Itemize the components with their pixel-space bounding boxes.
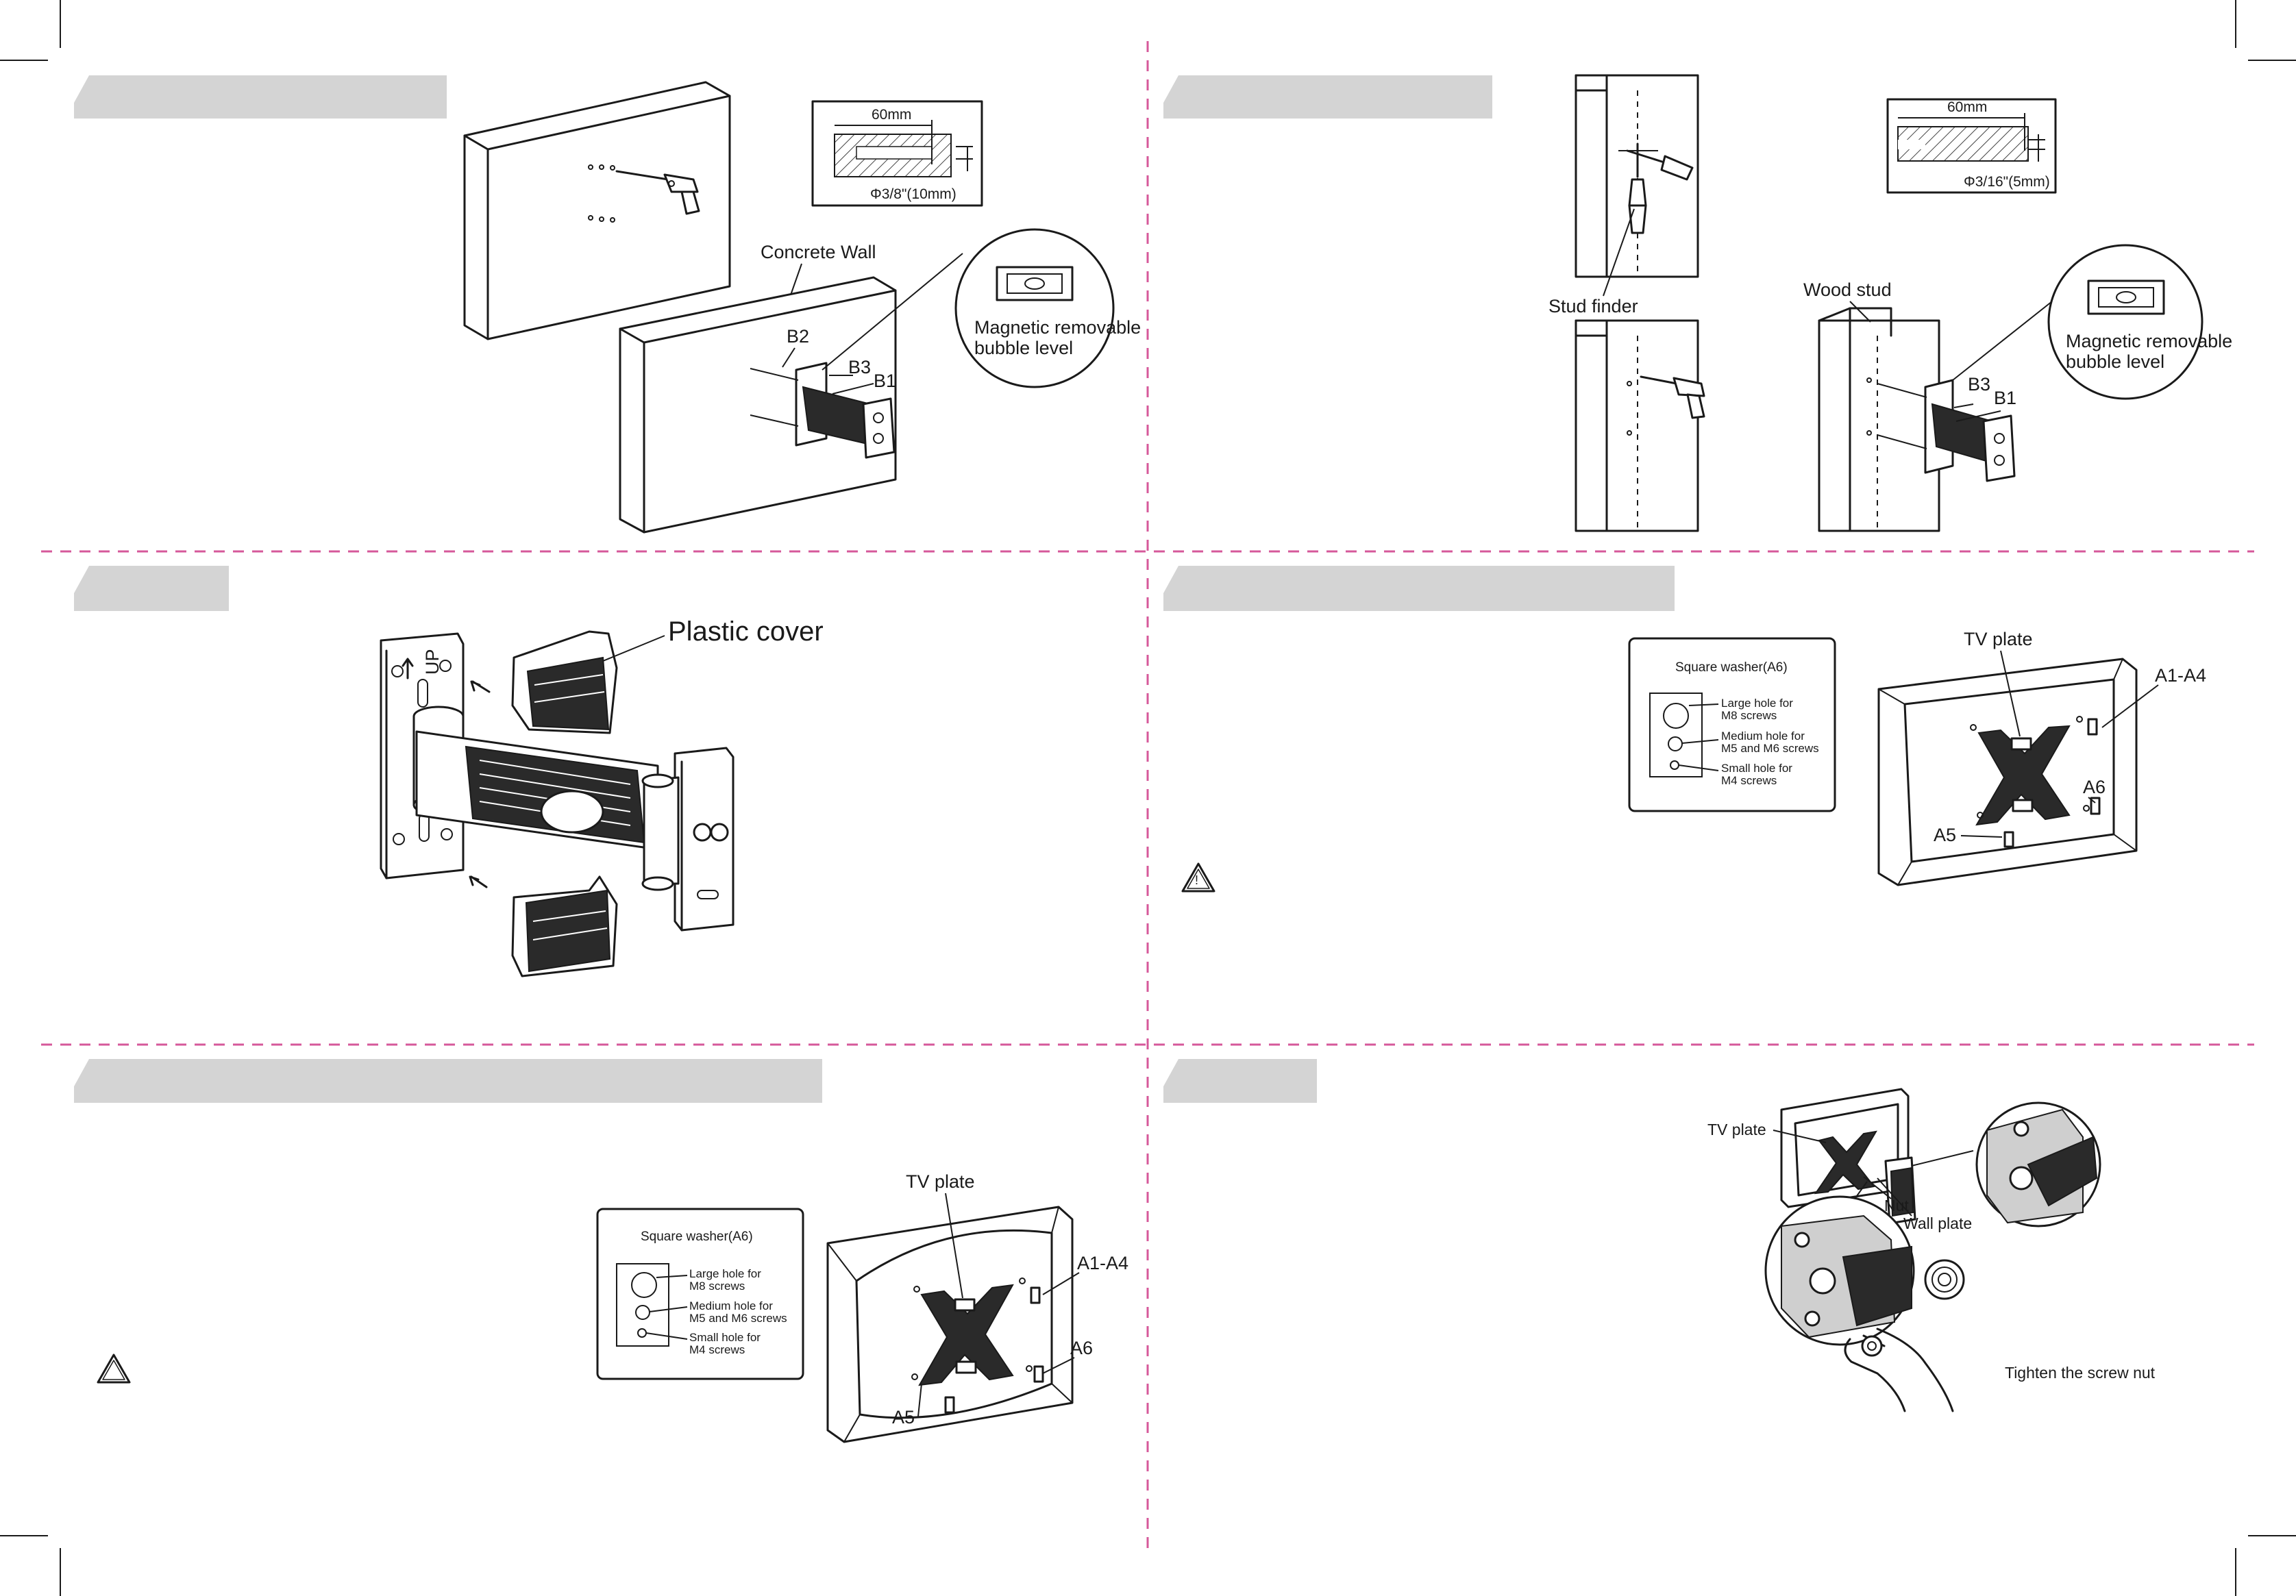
label-b2: B2 [787, 326, 809, 347]
header-bar-wood [1163, 75, 1492, 119]
washer-small-line2: M4 screws [1721, 774, 1777, 787]
tv-back-flat [1877, 658, 2138, 886]
label-b3: B3 [848, 357, 871, 377]
fold-dividers [41, 41, 2254, 1555]
wood-label-b1: B1 [1994, 388, 2016, 408]
washer-small-line2-2: M4 screws [689, 1343, 745, 1356]
tv-plate-label: TV plate [1964, 629, 2033, 649]
plastic-cover-bottom [511, 875, 618, 977]
panel-concrete-wall: 60mm Φ3/8"(10mm) Concrete Wall [463, 81, 1141, 534]
panel-hang-tv: TV plate Nut Wall plate [1707, 1088, 2156, 1412]
wood-dim-diameter: Φ3/16"(5mm) [1964, 174, 2050, 190]
tv-plate-label-2: TV plate [906, 1171, 975, 1192]
concrete-hole-dimension: 60mm Φ3/8"(10mm) [811, 100, 983, 207]
washer-medium-line2-2: M5 and M6 screws [689, 1312, 787, 1325]
washer-small-line1: Small hole for [1721, 762, 1792, 775]
tighten-nut-label: Tighten the screw nut [2005, 1364, 2156, 1382]
bubble-level-icon [822, 228, 1115, 388]
washer-info-box: Square washer(A6) Large hole for M8 scre… [1628, 637, 1836, 812]
concrete-dim-width: 60mm [872, 107, 911, 123]
header-bar-concrete [74, 75, 447, 119]
hang-detail-zoom-left [1764, 1181, 1915, 1346]
wood-label-b3: B3 [1968, 374, 1990, 395]
tv-back-curved [826, 1206, 1074, 1443]
warning-icon [97, 1354, 131, 1384]
arrow-icon [469, 680, 491, 888]
washer-medium-line2: M5 and M6 screws [1721, 742, 1819, 755]
hang-tv-plate-label: TV plate [1707, 1121, 1766, 1138]
a6-label: A6 [2083, 777, 2106, 797]
washer-medium-line1-2: Medium hole for [689, 1299, 773, 1312]
label-b1: B1 [874, 371, 896, 391]
stud-finder-label: Stud finder [1548, 296, 1638, 316]
header-bar-cover [74, 566, 229, 611]
washer-title-2: Square washer(A6) [641, 1230, 753, 1244]
stud-finder-wall [1575, 74, 1699, 278]
hand-icon [1844, 1327, 1954, 1412]
washer-title: Square washer(A6) [1675, 660, 1788, 675]
a6-label-2: A6 [1070, 1338, 1093, 1358]
hang-wall-plate [1884, 1156, 1916, 1225]
bubble-level-label-line2: bubble level [974, 338, 1073, 358]
hang-detail-zoom-right [1911, 1101, 2101, 1227]
washer-large-line2-2: M8 screws [689, 1280, 745, 1293]
cover-tv-bracket [641, 747, 735, 932]
drill-wall [1575, 319, 1705, 532]
screwdriver-icon [1626, 149, 1694, 181]
a1-a4-label-2: A1-A4 [1077, 1253, 1128, 1273]
wood-dim-width: 60mm [1947, 99, 1987, 115]
wood-stud-label: Wood stud [1803, 279, 1892, 300]
plastic-cover-top [511, 630, 618, 734]
header-bar-tv-flat [1163, 566, 1675, 611]
plastic-cover-label: Plastic cover [668, 616, 824, 647]
bubble-level-label-line1: Magnetic removable [974, 317, 1141, 338]
section-header-bars [74, 75, 1675, 1103]
washer-large-line1-2: Large hole for [689, 1267, 761, 1280]
washer-large-line2: M8 screws [1721, 709, 1777, 722]
a5-label-2: A5 [892, 1407, 915, 1427]
concrete-wall-label: Concrete Wall [761, 242, 876, 262]
wood-hole-dimension: 60mm Φ3/16"(5mm) [1886, 98, 2057, 194]
washer-info-box: Square washer(A6) Large hole for M8 scre… [596, 1208, 804, 1380]
washer-small-line1-2: Small hole for [689, 1331, 761, 1344]
panel-wood-stud: Stud finder 60mm [1548, 74, 2232, 532]
washer-medium-line1: Medium hole for [1721, 730, 1805, 743]
concrete-dim-diameter: Φ3/8"(10mm) [870, 186, 956, 202]
drill-icon [615, 170, 700, 215]
concrete-block-back [463, 81, 731, 340]
wood-bubble-level-line2: bubble level [2066, 351, 2164, 372]
wood-wall-mount [1877, 379, 2016, 482]
bubble-level-icon [1952, 244, 2204, 400]
drill-icon [1640, 375, 1705, 419]
panel-tv-flat: ! Square washer(A6) Large hole for M8 sc… [1181, 629, 2206, 893]
header-bar-tv-curved [74, 1059, 822, 1103]
a5-label: A5 [1934, 825, 1956, 845]
washer-large-line1: Large hole for [1721, 697, 1793, 710]
up-marker: UP [422, 649, 443, 675]
cover-arm [415, 730, 659, 851]
a1-a4-label: A1-A4 [2155, 665, 2206, 686]
wood-stud-wall [1818, 307, 1940, 532]
panel-tv-curved: Square washer(A6) Large hole for M8 scre… [97, 1171, 1128, 1443]
header-bar-hang [1163, 1059, 1317, 1103]
wall-plate-label: Wall plate [1903, 1214, 1972, 1232]
panel-plastic-cover: UP [380, 616, 824, 977]
wood-bubble-level-line1: Magnetic removable [2066, 331, 2232, 351]
concrete-wall-mount [750, 362, 896, 459]
concrete-block-front [619, 276, 897, 534]
warning-glyph: ! [1195, 873, 1198, 887]
nut-icon [1924, 1259, 1965, 1300]
